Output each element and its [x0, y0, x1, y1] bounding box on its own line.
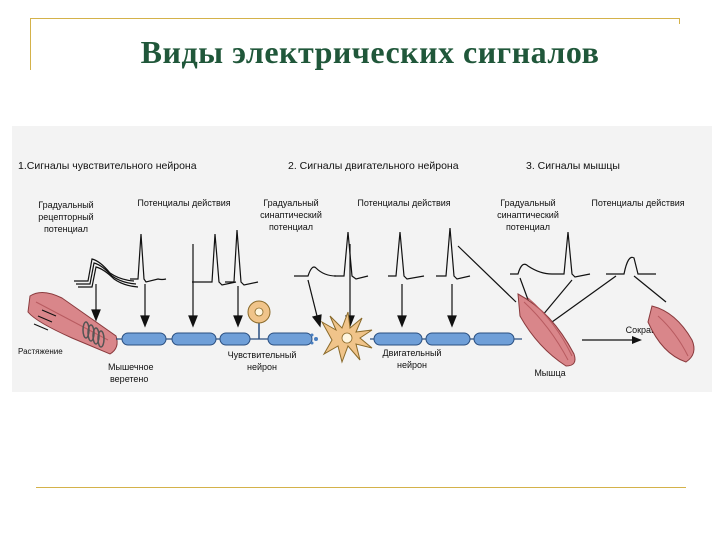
- myelin-segment-2: [171, 332, 217, 346]
- graded-synaptic-label-2a: Градуальный: [500, 198, 555, 208]
- muscle-label: Мышца: [534, 368, 565, 378]
- section-header-muscle: 3. Сигналы мышцы: [526, 160, 620, 172]
- myelin-segment-7: [473, 332, 515, 346]
- arrow-9: [457, 245, 517, 303]
- slide-title: Виды электрических сигналов: [140, 33, 600, 70]
- contracted-muscle: [647, 305, 695, 363]
- action-potential-trace-4: [334, 231, 369, 280]
- myelin-segment-3: [219, 332, 251, 346]
- arrowhead-5: [311, 314, 322, 328]
- contraction-arrowhead: [632, 336, 642, 344]
- signal-diagram: 1.Сигналы чувствительного нейрона 2. Сиг…: [18, 160, 695, 384]
- arrowhead-3: [188, 315, 198, 328]
- spindle-coil-3: [92, 327, 100, 345]
- action-potentials-label-1: Потенциалы действия: [137, 198, 230, 208]
- sensory-myelin: [121, 332, 313, 346]
- graded-synaptic-label-2c: потенциал: [506, 222, 550, 232]
- section-header-sensory: 1.Сигналы чувствительного нейрона: [18, 160, 197, 172]
- action-potentials-label-3: Потенциалы действия: [591, 198, 684, 208]
- left-decor-line: [30, 18, 31, 70]
- synapse-dot-1: [314, 337, 318, 341]
- action-potential-trace-3: [225, 229, 259, 286]
- spindle-coil-1: [82, 321, 90, 339]
- synapse-dot-2: [310, 333, 314, 337]
- action-potential-trace-6: [436, 227, 471, 280]
- myelin-segment-4: [267, 332, 313, 346]
- action-potential-trace-1: [130, 233, 167, 283]
- graded-receptor-trace-1: [74, 258, 135, 282]
- sensory-neuron-label-1: Чувствительный: [228, 350, 297, 360]
- graded-synaptic-trace-1: [294, 266, 337, 277]
- muscle-fiber: [517, 293, 576, 367]
- right-decor-line: [679, 18, 680, 24]
- muscle-spindle: [27, 292, 118, 355]
- arrowhead-4: [233, 315, 243, 328]
- graded-synaptic-label-2b: синаптический: [497, 210, 559, 220]
- myelin-segment-1: [121, 332, 167, 346]
- spindle-label-2: веретено: [110, 374, 148, 384]
- action-potentials-label-2: Потенциалы действия: [357, 198, 450, 208]
- myelin-segment-6: [425, 332, 471, 346]
- synapse-dot-3: [310, 341, 314, 345]
- motor-neuron-nucleus: [341, 332, 353, 344]
- spindle-label-1: Мышечное: [108, 362, 154, 372]
- arrow-13: [633, 275, 667, 303]
- graded-synaptic-label-1b: синаптический: [260, 210, 322, 220]
- arrow-5: [307, 279, 319, 321]
- myelin-segment-5: [373, 332, 423, 346]
- sensory-neuron-nucleus: [254, 307, 264, 317]
- stretch-arrow-1: [37, 315, 53, 323]
- motor-neuron-label-1: Двигательный: [383, 348, 442, 358]
- arrow-12: [551, 275, 617, 323]
- graded-receptor-label-3: потенциал: [44, 224, 88, 234]
- graded-receptor-trace-2: [76, 262, 137, 285]
- action-potential-trace-5: [388, 231, 425, 280]
- top-decor-line: [30, 18, 680, 19]
- graded-synaptic-trace-2: [510, 263, 553, 275]
- arrowhead-2: [140, 315, 150, 328]
- sensory-neuron-label-2: нейрон: [247, 362, 277, 372]
- spindle-coil-4: [97, 330, 105, 348]
- motor-myelin: [373, 332, 515, 346]
- motor-neuron-label-2: нейрон: [397, 360, 427, 370]
- action-potential-trace-8: [606, 256, 656, 275]
- motor-neuron: [310, 311, 373, 364]
- action-potential-trace-7: [552, 231, 591, 278]
- stretch-arrow-2: [33, 323, 49, 331]
- arrowhead-7: [397, 315, 407, 328]
- graded-receptor-label-1: Градуальный: [38, 200, 93, 210]
- graded-receptor-trace-3: [78, 266, 139, 288]
- graded-synaptic-label-1a: Градуальный: [263, 198, 318, 208]
- section-header-motor: 2. Сигналы двигательного нейрона: [288, 160, 459, 172]
- stretch-label: Растяжение: [18, 347, 63, 356]
- arrowhead-8: [447, 315, 457, 328]
- action-potential-trace-2: [192, 233, 237, 286]
- spindle-coil-2: [87, 324, 95, 342]
- arrow-11: [541, 279, 573, 317]
- stretch-arrow-3: [41, 309, 57, 317]
- graded-synaptic-label-1c: потенциал: [269, 222, 313, 232]
- diagram-panel: 1.Сигналы чувствительного нейрона 2. Сиг…: [12, 126, 712, 392]
- bottom-decor-line: [36, 487, 686, 488]
- arrowhead-1: [91, 309, 101, 322]
- graded-receptor-label-2: рецепторный: [38, 212, 93, 222]
